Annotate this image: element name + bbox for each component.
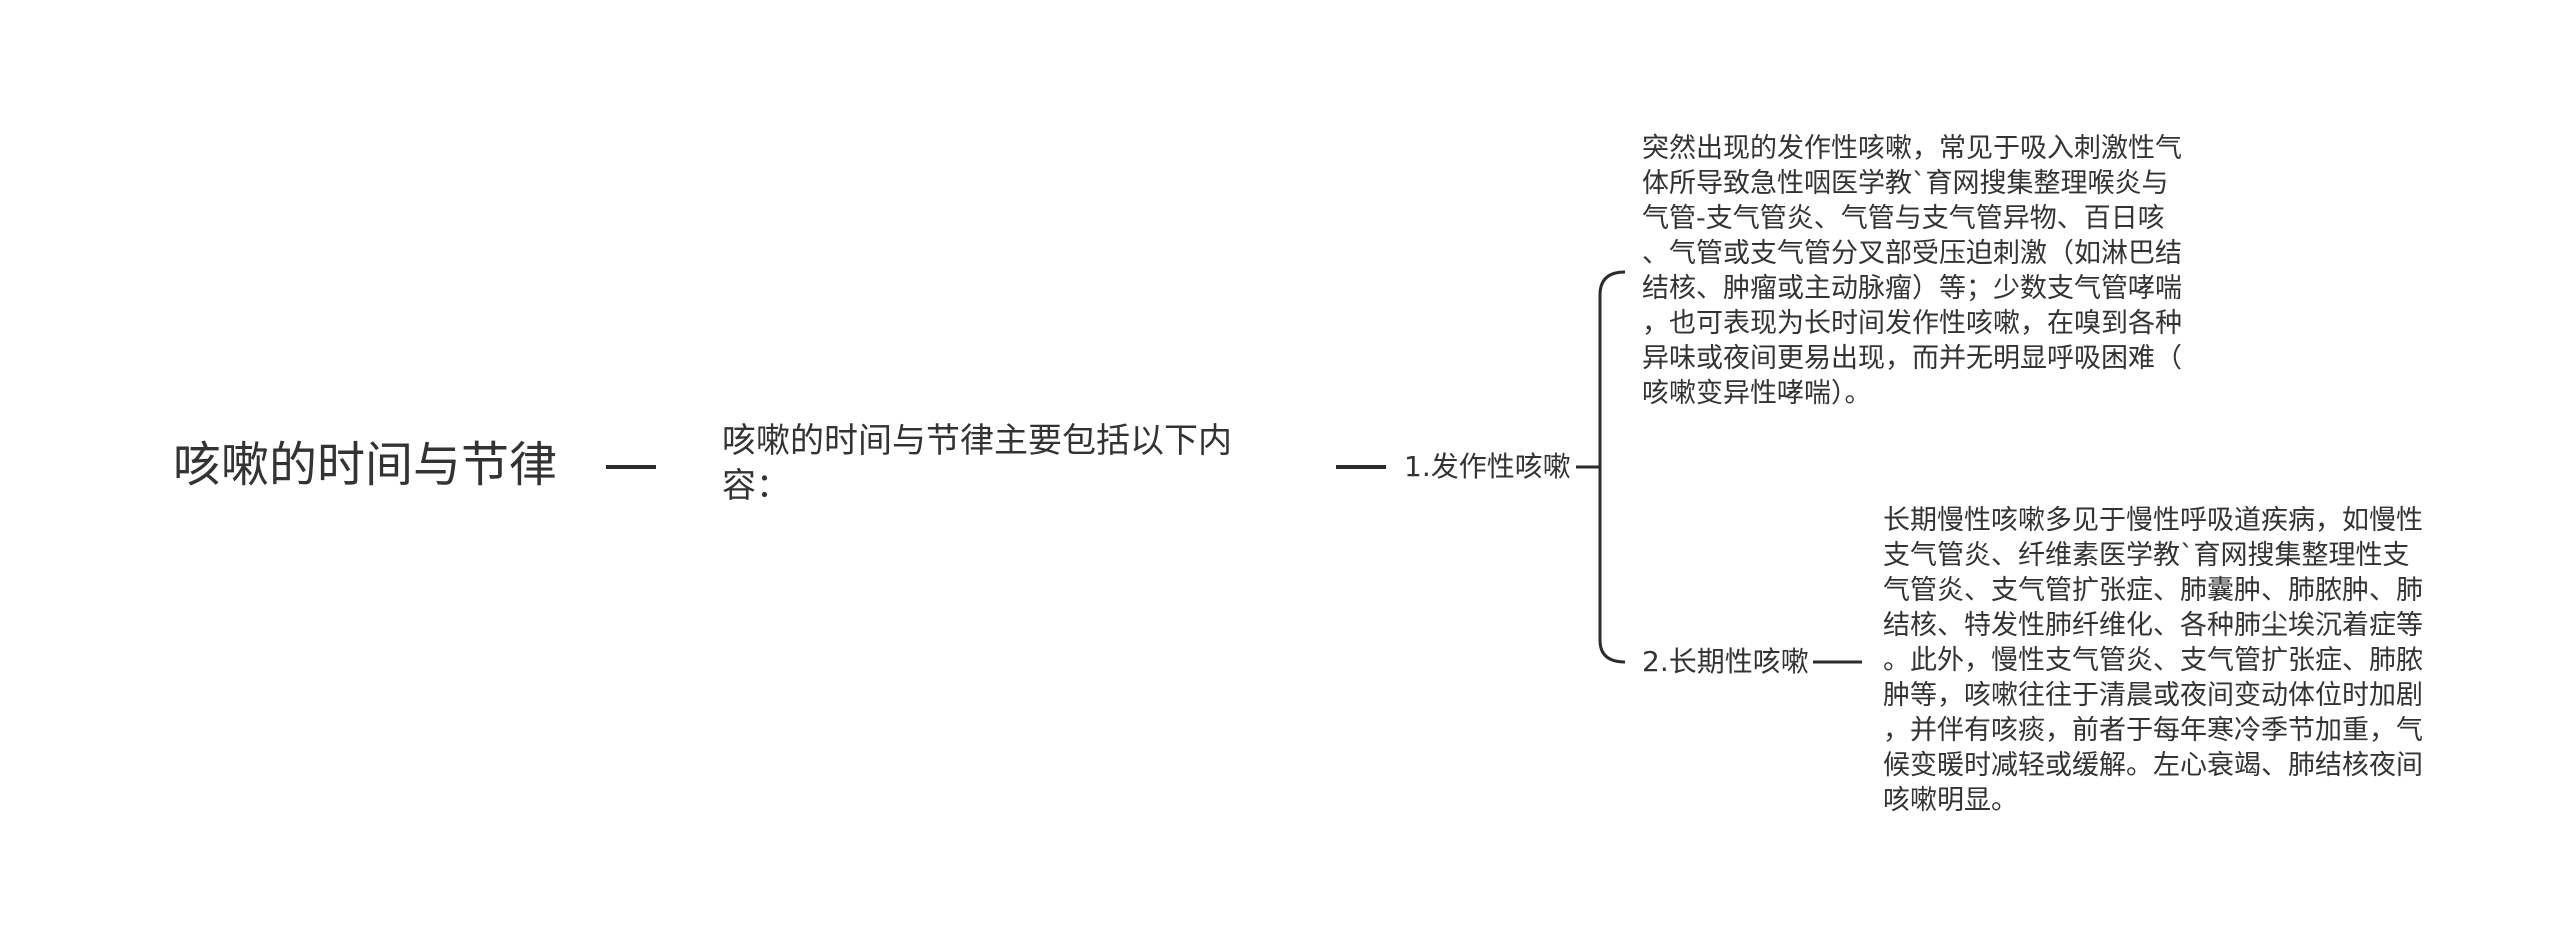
summary-node: 咳嗽的时间与节律主要包括以下内容： — [722, 421, 1232, 506]
detail-line: 气管-支气管炎、气管与支气管异物、百日咳 — [1642, 203, 2165, 234]
detail-line: ，并伴有咳痰，前者于每年寒冷季节加重，气 — [1883, 715, 2423, 746]
detail-line: 候变暖时减轻或缓解。左心衰竭、肺结核夜间 — [1883, 750, 2423, 781]
branch-2-label: 2.长期性咳嗽 — [1642, 645, 1809, 678]
detail-line: ，也可表现为长时间发作性咳嗽，在嗅到各种 — [1642, 308, 2182, 339]
detail-line: 异味或夜间更易出现，而并无明显呼吸困难（ — [1642, 343, 2182, 374]
branch-1-detail: 突然出现的发作性咳嗽，常见于吸入刺激性气 体所导致急性咽医学教`育网搜集整理喉炎… — [1642, 131, 2182, 411]
detail-line: 、气管或支气管分叉部受压迫刺激（如淋巴结 — [1642, 238, 2182, 269]
detail-line: 。此外，慢性支气管炎、支气管扩张症、肺脓 — [1883, 645, 2423, 676]
detail-line: 结核、特发性肺纤维化、各种肺尘埃沉着症等 — [1883, 610, 2423, 641]
detail-line: 突然出现的发作性咳嗽，常见于吸入刺激性气 — [1642, 133, 2182, 164]
detail-line: 咳嗽明显。 — [1883, 785, 2018, 816]
detail-line: 长期慢性咳嗽多见于慢性呼吸道疾病，如慢性 — [1883, 505, 2423, 536]
branch-bracket — [1598, 270, 1626, 664]
branch-2-detail: 长期慢性咳嗽多见于慢性呼吸道疾病，如慢性 支气管炎、纤维素医学教`育网搜集整理性… — [1883, 503, 2423, 818]
root-topic: 咳嗽的时间与节律 — [173, 437, 558, 493]
detail-line: 体所导致急性咽医学教`育网搜集整理喉炎与 — [1642, 168, 2169, 199]
detail-line: 支气管炎、纤维素医学教`育网搜集整理性支 — [1883, 540, 2410, 571]
detail-line: 结核、肿瘤或主动脉瘤）等；少数支气管哮喘 — [1642, 273, 2182, 304]
detail-line: 气管炎、支气管扩张症、肺囊肿、肺脓肿、肺 — [1883, 575, 2423, 606]
detail-line: 肿等，咳嗽往往于清晨或夜间变动体位时加剧 — [1883, 680, 2423, 711]
branch-1-label: 1.发作性咳嗽 — [1404, 450, 1571, 483]
detail-line: 咳嗽变异性哮喘）。 — [1642, 378, 1872, 409]
